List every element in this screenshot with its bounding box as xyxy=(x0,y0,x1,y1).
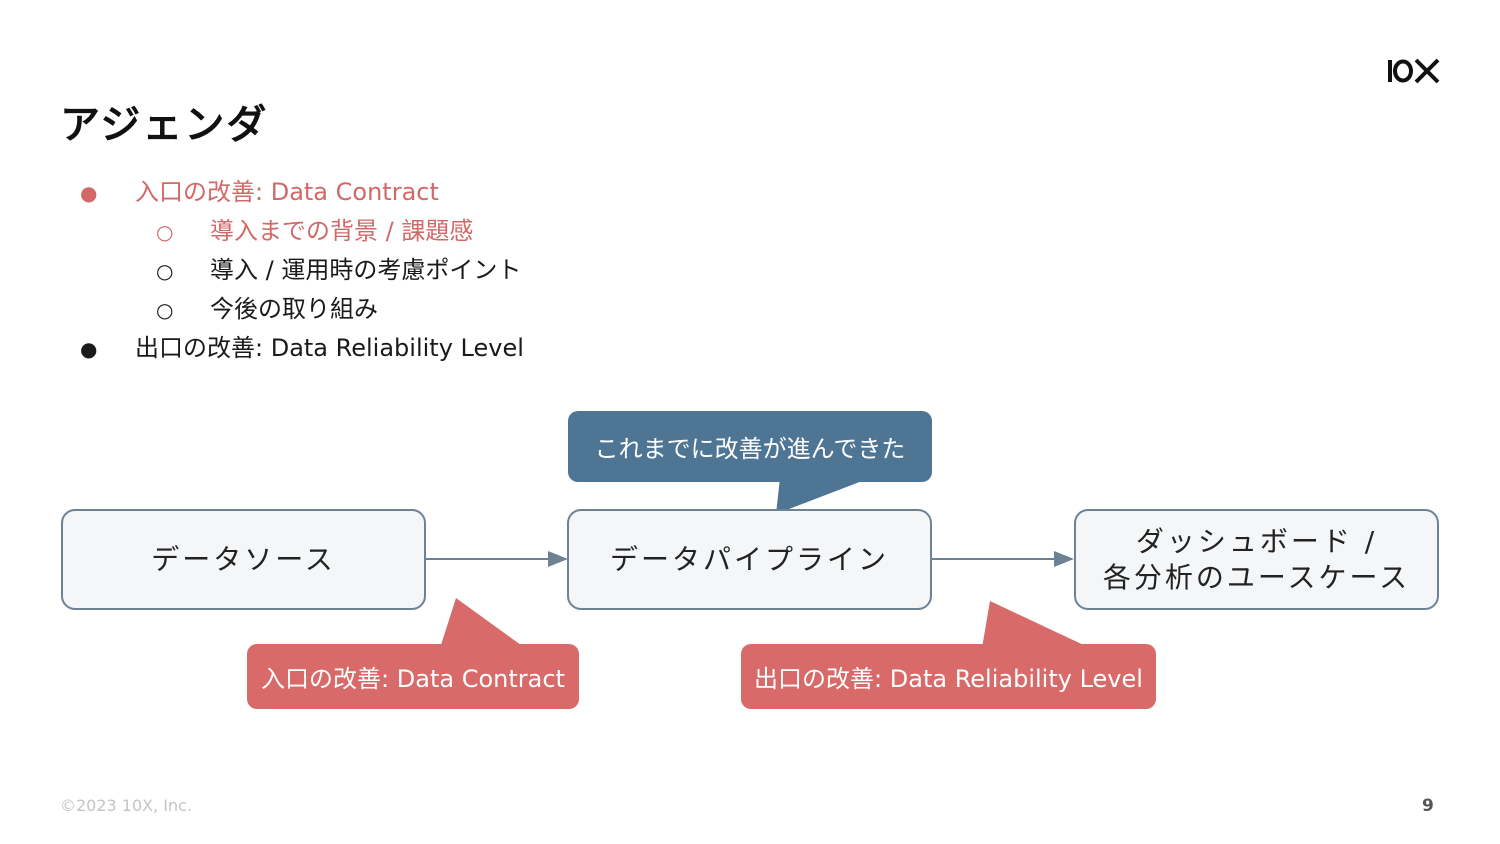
page-number: 9 xyxy=(1422,796,1434,816)
agenda-subitem-considerations: 導入 / 運用時の考慮ポイント xyxy=(210,256,522,284)
node-data-source-label: データソース xyxy=(151,542,336,576)
node-dashboard-label-line1: ダッシュボード / xyxy=(1135,524,1378,558)
callout-entrance-text: 入口の改善: Data Contract xyxy=(261,665,565,693)
callout-entrance: 入口の改善: Data Contract xyxy=(247,644,579,709)
callout-progress-text: これまでに改善が進んできた xyxy=(594,435,906,463)
agenda-subitem-future: 今後の取り組み xyxy=(210,295,378,323)
sub-bullet-marker: ○ xyxy=(156,298,174,322)
callout-progress-tail xyxy=(776,478,870,514)
10x-logo xyxy=(1388,58,1440,84)
bullet-marker: ● xyxy=(80,181,98,205)
sub-bullet-marker: ○ xyxy=(156,259,174,283)
agenda-subitem-background: 導入までの背景 / 課題感 xyxy=(210,217,474,245)
callout-entrance-tail xyxy=(440,598,525,648)
node-dashboard: ダッシュボード / 各分析のユースケース xyxy=(1074,509,1439,610)
agenda-item-exit: 出口の改善: Data Reliability Level xyxy=(135,334,524,362)
callout-exit-text: 出口の改善: Data Reliability Level xyxy=(754,665,1143,693)
bullet-marker: ● xyxy=(80,337,98,361)
callout-progress: これまでに改善が進んできた xyxy=(568,411,932,482)
sub-bullet-marker: ○ xyxy=(156,220,174,244)
copyright-footer: ©2023 10X, Inc. xyxy=(60,796,193,815)
node-data-pipeline: データパイプライン xyxy=(567,509,932,610)
agenda-item-entrance: 入口の改善: Data Contract xyxy=(135,178,439,206)
slide-title: アジェンダ xyxy=(60,102,269,148)
callout-exit-tail xyxy=(982,601,1090,648)
node-data-pipeline-label: データパイプライン xyxy=(609,542,889,576)
callout-exit: 出口の改善: Data Reliability Level xyxy=(741,644,1156,709)
node-dashboard-label-line2: 各分析のユースケース xyxy=(1102,560,1411,594)
node-data-source: データソース xyxy=(61,509,426,610)
